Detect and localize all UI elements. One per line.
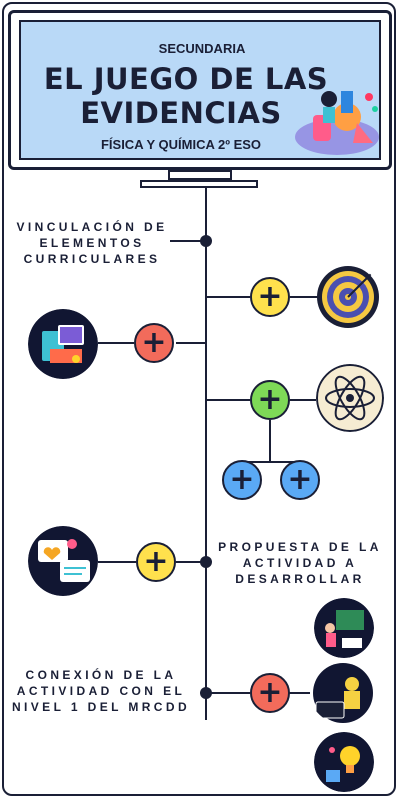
expand-button-devices[interactable]: +: [134, 323, 174, 363]
expand-button-proposal[interactable]: +: [136, 542, 176, 582]
title-line-2: EVIDENCIAS: [80, 96, 282, 130]
atom-icon[interactable]: [316, 364, 384, 432]
monitor-base: [140, 180, 258, 188]
teacher-board-icon[interactable]: [314, 598, 374, 658]
expand-button-connection[interactable]: +: [250, 673, 290, 713]
science-illustration-icon: [295, 91, 379, 155]
expand-button-curriculum[interactable]: +: [250, 277, 290, 317]
node-proposal: PROPUESTA DE LA ACTIVIDAD A DESARROLLAR: [218, 540, 382, 586]
infographic-frame: [2, 2, 396, 796]
level-label: SECUNDARIA: [158, 41, 246, 56]
monitor-screen: SECUNDARIA EL JUEGO DE LAS EVIDENCIAS FÍ…: [19, 20, 381, 160]
node-connection: CONEXIÓN DE LA ACTIVIDAD CON EL NIVEL 1 …: [11, 668, 191, 714]
monitor-neck: [168, 170, 232, 180]
expand-button-sub-1[interactable]: +: [222, 460, 262, 500]
expand-button-atom[interactable]: +: [250, 380, 290, 420]
person-laptop-icon[interactable]: [310, 662, 376, 724]
tech-devices-icon[interactable]: [28, 309, 98, 379]
lightbulb-icon[interactable]: [314, 732, 374, 792]
web-screens-icon[interactable]: [28, 526, 98, 596]
expand-button-sub-2[interactable]: +: [280, 460, 320, 500]
title-line-1: EL JUEGO DE LAS: [43, 62, 329, 96]
monitor: SECUNDARIA EL JUEGO DE LAS EVIDENCIAS FÍ…: [8, 10, 392, 170]
target-icon[interactable]: [316, 265, 380, 329]
subject-label: FÍSICA Y QUÍMICA 2º ESO: [100, 137, 262, 152]
node-curriculum: VINCULACIÓN DE ELEMENTOS CURRICULARES: [16, 220, 168, 266]
